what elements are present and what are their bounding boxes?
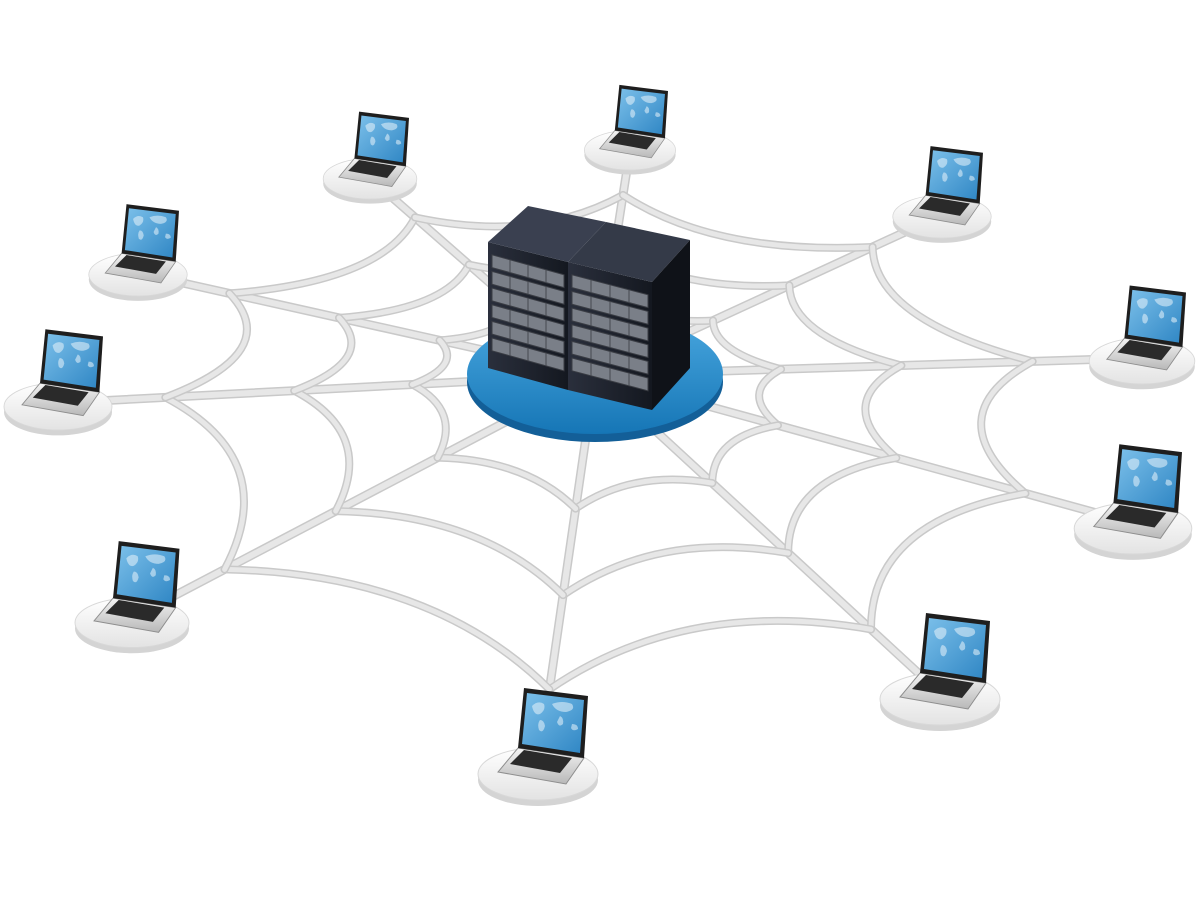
world-map-icon xyxy=(1136,297,1178,324)
cable-ring xyxy=(333,508,566,598)
laptop-screen xyxy=(522,693,584,753)
laptop-screen xyxy=(43,333,100,388)
cable-ring xyxy=(756,366,784,428)
laptop-screen xyxy=(924,618,986,678)
world-map-icon xyxy=(52,341,94,369)
world-map-icon xyxy=(133,215,171,240)
cable-ring xyxy=(710,318,784,372)
world-map-icon xyxy=(365,122,402,146)
laptop-icon xyxy=(322,111,418,204)
laptop-icon xyxy=(879,613,1001,731)
laptop-icon xyxy=(88,204,188,301)
cable-ring xyxy=(162,394,247,572)
world-map-icon xyxy=(1127,457,1173,487)
server-rack-icon xyxy=(488,206,606,390)
laptop-screen xyxy=(357,115,406,163)
cable-ring xyxy=(862,362,904,461)
laptop-screen xyxy=(124,208,176,258)
cable-ring xyxy=(573,477,715,512)
cable-ring xyxy=(409,382,449,461)
cable-ring xyxy=(870,244,1036,364)
world-map-icon xyxy=(937,157,975,182)
cable-ring xyxy=(546,618,874,692)
laptop-clients xyxy=(3,84,1196,806)
world-map-icon xyxy=(934,627,980,657)
world-map-icon xyxy=(126,554,170,583)
laptop-icon xyxy=(74,541,190,654)
cable-ring xyxy=(868,490,1028,632)
cable-ring xyxy=(560,544,791,598)
cable-ring xyxy=(785,455,899,556)
cable-ring xyxy=(222,566,552,692)
cable-ring xyxy=(620,192,876,251)
cable-ring xyxy=(409,337,450,388)
cable-ring xyxy=(291,388,352,514)
laptop-icon xyxy=(3,329,113,436)
laptop-screen xyxy=(116,545,176,603)
cable-ring xyxy=(435,455,579,512)
cable-ring xyxy=(786,282,904,368)
laptop-icon xyxy=(892,146,992,243)
cable-ring xyxy=(226,214,418,296)
laptop-icon xyxy=(1088,285,1196,390)
cable-ring xyxy=(978,358,1036,496)
laptop-icon xyxy=(584,84,676,175)
laptop-screen xyxy=(1117,449,1179,508)
cable-ring xyxy=(336,262,472,321)
world-map-icon xyxy=(532,702,578,732)
server-rack-icon xyxy=(568,222,690,410)
laptop-screen xyxy=(928,150,980,200)
cable-ring xyxy=(291,315,354,394)
central-server xyxy=(467,206,723,442)
laptop-icon xyxy=(477,688,599,806)
laptop-screen xyxy=(1127,289,1183,343)
laptop-icon xyxy=(1073,444,1193,560)
cable-ring xyxy=(162,290,250,400)
laptop-screen xyxy=(617,88,665,135)
world-map-icon xyxy=(625,95,661,118)
cable-ring xyxy=(709,422,781,486)
